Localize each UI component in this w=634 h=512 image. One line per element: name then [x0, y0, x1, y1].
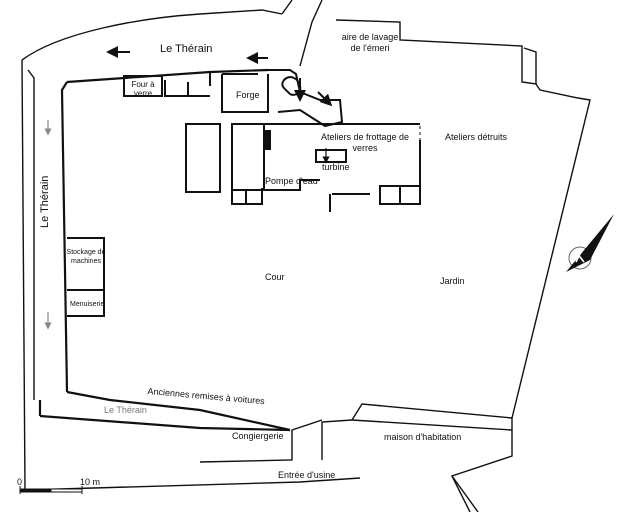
east-boundary: [199, 19, 591, 512]
label-stockage-de-machines: Stockage de machines: [66, 249, 106, 265]
label-ateliers-frottage: Ateliers de frottage de verres: [320, 132, 410, 153]
river-name-west: Le Thérain: [39, 175, 51, 228]
flow-arrows: [106, 46, 333, 164]
pump-block: [263, 130, 271, 150]
river-bank-outline: [21, 0, 361, 491]
scale-bar: [19, 486, 83, 494]
label-four-a-verre: Four à verre: [131, 80, 155, 98]
label-jardin: Jardin: [440, 276, 465, 286]
river-name-south: Le Thérain: [104, 405, 147, 415]
label-entree-d-usine: Entrée d'usine: [278, 470, 336, 480]
label-menuiserie: Menuiserie: [70, 301, 105, 308]
north-arrow-icon: [566, 214, 614, 272]
scale-ten-label: 10 m: [80, 477, 101, 487]
label-forge: Forge: [236, 90, 260, 100]
label-turbine: turbine: [322, 162, 350, 172]
buildings: [67, 69, 421, 317]
label-ateliers-detruits: Ateliers détruits: [445, 132, 508, 142]
label-pompe-d-eau: Pompe d'eau: [265, 176, 318, 186]
label-congiergerie: Congiergerie: [232, 431, 284, 441]
arrow-icon: [317, 91, 333, 107]
label-cour: Cour: [265, 272, 285, 282]
label-aire-de-lavage: aire de lavage de l'émeri: [341, 32, 399, 53]
scale-zero-label: 0: [17, 477, 23, 487]
river-name-north: Le Thérain: [160, 43, 213, 55]
label-maison-d-habitation: maison d'habitation: [384, 432, 462, 442]
